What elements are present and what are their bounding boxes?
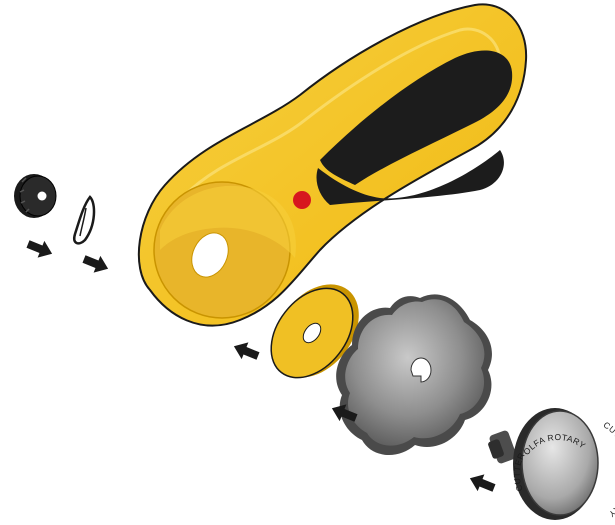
arrow-yellow-washer-icon (231, 338, 262, 364)
nut-hole (38, 192, 47, 201)
knob-label-right: CUTTER OLFA ROTARY (602, 420, 615, 520)
ratchet-nut (14, 174, 56, 218)
wavy-blade (336, 294, 492, 455)
blade-release-button (293, 191, 311, 209)
spring-washer (74, 197, 94, 243)
arrow-knob-icon (467, 470, 498, 496)
arrow-washer-icon (81, 251, 112, 277)
arrow-nut-icon (25, 236, 56, 262)
blade-knob: OLFA ROTARY CUTTER OLFA ROTARY CUTTER (487, 408, 615, 520)
knob-face (522, 411, 598, 515)
cutter-handle (139, 4, 526, 325)
